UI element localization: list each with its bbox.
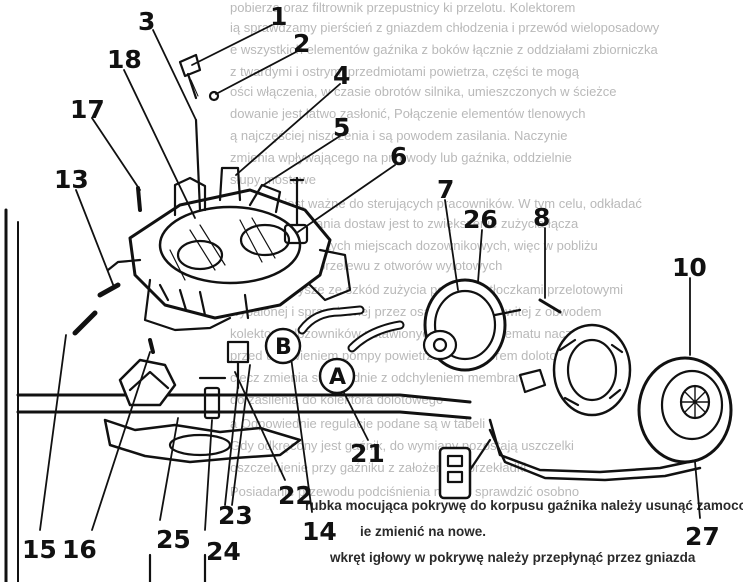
callout-16: 16 (62, 535, 97, 564)
callout-24: 24 (206, 537, 241, 566)
jet-part-22 (226, 340, 250, 390)
background-text-line: z twardymi i ostrymi przedmiotami powiet… (230, 64, 579, 79)
cap-part-10 (637, 356, 733, 464)
callout-4: 4 (333, 61, 350, 90)
caption-line-1: rubka mocująca pokrywę do korpusu gaźnik… (305, 498, 743, 513)
wire-harness-part-27 (438, 418, 702, 500)
callout-17: 17 (70, 95, 105, 124)
screw-part-8 (538, 298, 562, 314)
caption-line-3: wkręt igłowy w pokrywę należy przepłynąć… (330, 550, 696, 565)
background-text-line: a Odpowiednie regulacje podane są w tabe… (230, 416, 486, 431)
callout-23: 23 (218, 501, 253, 530)
pin-part-13 (97, 282, 121, 298)
callout-21: 21 (350, 439, 385, 468)
pin-part-15 (72, 310, 98, 336)
jet-part-25 (198, 376, 227, 420)
float-chamber-part (118, 358, 177, 407)
callout-5: 5 (333, 113, 350, 142)
callout-25: 25 (156, 525, 191, 554)
callout-27: 27 (685, 522, 720, 551)
background-text-line: dowanie jest łatwo zasłonić, Połączenie … (230, 106, 586, 121)
callout-13: 13 (54, 165, 89, 194)
background-text-line: Usuwamy dysze ze szkód zużycia pomiędzy … (230, 282, 624, 297)
background-text-line: e wszystkich elementów gaźnika z boków ł… (230, 42, 658, 57)
callout-14: 14 (302, 517, 337, 546)
background-text-line: Posiadanie przewodu podciśnienia należy … (230, 484, 580, 499)
circle-marker-a (318, 357, 356, 395)
callout-7: 7 (437, 175, 454, 204)
body-hatching (169, 217, 276, 281)
vacuum-hose-a (297, 305, 405, 353)
circle-marker-b (264, 327, 302, 365)
washer-part-2 (208, 90, 220, 102)
carburetor-body (106, 166, 352, 332)
background-text-line: ią sprawdzamy pierścień z gniazdem chłod… (230, 20, 660, 35)
vacuum-unit-part-7 (422, 278, 522, 372)
screw-part-1 (178, 53, 202, 100)
hose-upper (16, 393, 472, 404)
background-text-line: ą najczęściej niszczenia i są powodem za… (230, 128, 568, 143)
leader-lines (39, 24, 701, 531)
callout-1: 1 (270, 2, 287, 31)
background-text-line: zmienia wpływającego na przewody lub gaź… (230, 150, 572, 165)
pin-part-17 (136, 186, 142, 212)
marker-b-label: B (275, 335, 292, 360)
hose-lower (16, 410, 472, 420)
screw-part-5 (289, 176, 305, 227)
callout-15: 15 (22, 535, 57, 564)
callout-10: 10 (672, 253, 707, 282)
caption-line-2: ie zmienić na nowe. (360, 524, 487, 539)
distributor-plate (518, 323, 632, 417)
callout-22: 22 (278, 481, 313, 510)
background-text-line: pobierza oraz filtrownik przepustnicy ki… (230, 0, 576, 15)
pin-part-16 (148, 338, 155, 354)
callout-18: 18 (107, 45, 142, 74)
needle-part-3 (194, 118, 202, 212)
callout-6: 6 (390, 142, 407, 171)
callout-26: 26 (463, 205, 498, 234)
callout-8: 8 (533, 203, 550, 232)
callout-3: 3 (138, 7, 155, 36)
background-text-line: ciecz zmienia się zgodnie z odchyleniem … (230, 370, 530, 385)
callout-2: 2 (293, 29, 310, 58)
base-gasket (103, 418, 302, 464)
marker-a-label: A (329, 365, 346, 390)
